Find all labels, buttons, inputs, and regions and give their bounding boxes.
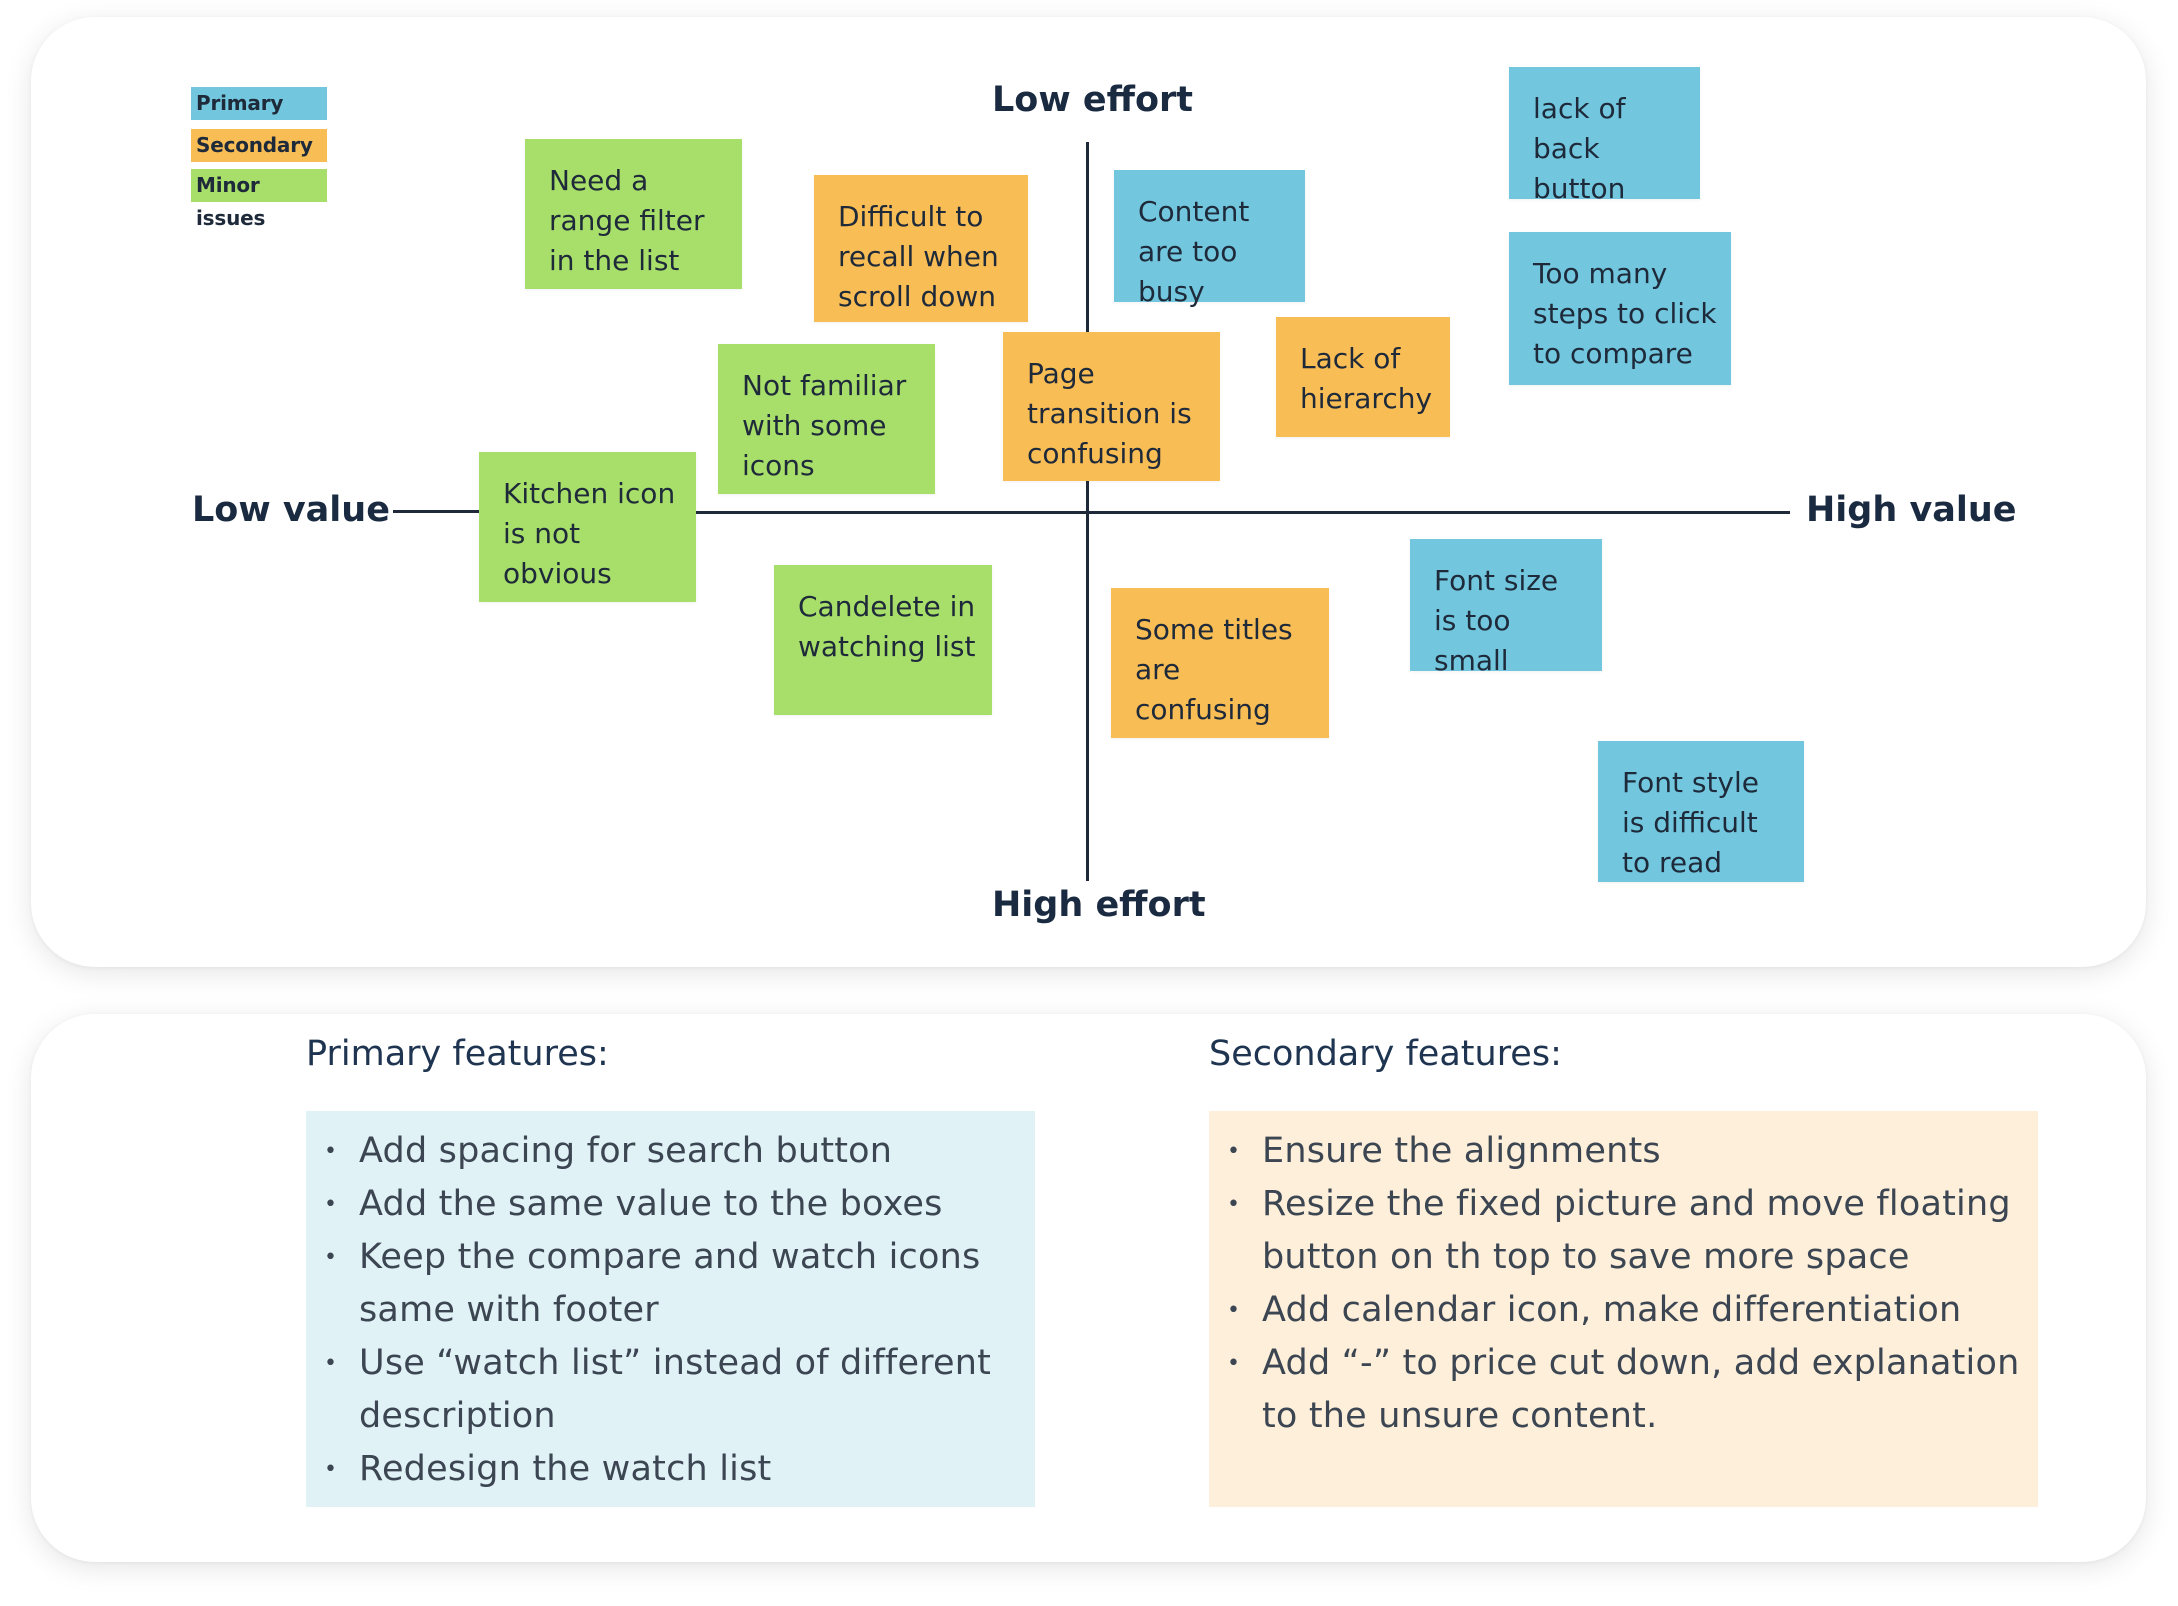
list-item: • Add calendar icon, make differentiation <box>1209 1284 2038 1337</box>
list-item: • Keep the compare and watch icons same w… <box>306 1231 1035 1337</box>
feature-text: Resize the fixed picture and move floati… <box>1262 1184 2011 1277</box>
bullet-icon: • <box>324 1139 338 1164</box>
list-item: • Add the same value to the boxes <box>306 1178 1035 1231</box>
feature-text: Add calendar icon, make differentiation <box>1262 1290 1962 1330</box>
feature-text: Use “watch list” instead of different de… <box>359 1343 992 1436</box>
secondary-features-list: • Ensure the alignments • Resize the fixed… <box>1209 1125 2038 1443</box>
bullet-icon: • <box>324 1457 338 1482</box>
sticky-note: lack of back button <box>1509 67 1700 205</box>
legend-minor-issues: Minor issues <box>191 169 327 230</box>
sticky-note: Difficult to recall when scroll down <box>814 175 1028 322</box>
feature-text: Add spacing for search button <box>359 1131 893 1171</box>
secondary-features-title: Secondary features: <box>1209 1034 1562 1074</box>
axis-label-high-effort: High effort <box>992 885 1206 925</box>
bullet-icon: • <box>324 1351 338 1376</box>
sticky-note: Font style is difficult to read <box>1598 741 1804 882</box>
primary-features-title: Primary features: <box>306 1034 609 1074</box>
primary-features-box: • Add spacing for search button • Add the … <box>306 1111 1035 1507</box>
bullet-icon: • <box>324 1192 338 1217</box>
bullet-icon: • <box>1227 1351 1241 1376</box>
sticky-note: Kitchen icon is not obvious <box>479 452 696 602</box>
sticky-note: Not familiar with some icons <box>718 344 935 494</box>
primary-features-list: • Add spacing for search button • Add the … <box>306 1125 1035 1496</box>
list-item: • Add spacing for search button <box>306 1125 1035 1178</box>
sticky-note: Too many steps to click to compare <box>1509 232 1731 385</box>
secondary-features-box: • Ensure the alignments • Resize the fixed… <box>1209 1111 2038 1507</box>
list-item: • Add “-” to price cut down, add explanat… <box>1209 1337 2038 1443</box>
feature-text: Keep the compare and watch icons same wi… <box>359 1237 981 1330</box>
sticky-note: Candelete in watching list <box>774 565 992 715</box>
legend-secondary: Secondary <box>191 129 327 162</box>
sticky-note: Page transition is confusing <box>1003 332 1220 481</box>
feature-text: Ensure the alignments <box>1262 1131 1661 1171</box>
feature-text: Redesign the watch list <box>359 1449 772 1489</box>
sticky-note: Lack of hierarchy <box>1276 317 1450 437</box>
list-item: • Resize the fixed picture and move float… <box>1209 1178 2038 1284</box>
legend-primary: Primary <box>191 87 327 120</box>
feature-text: Add “-” to price cut down, add explanati… <box>1262 1343 2020 1436</box>
feature-text: Add the same value to the boxes <box>359 1184 943 1224</box>
sticky-note: Content are too busy <box>1114 170 1305 308</box>
sticky-note: Need a range filter in the list <box>525 139 742 289</box>
effort-value-matrix-card: Primary Secondary Minor issues Low effor… <box>31 17 2146 967</box>
horizontal-axis-line-left <box>393 510 483 513</box>
features-card: Primary features: • Add spacing for searc… <box>31 1014 2146 1562</box>
sticky-note: Some titles are confusing <box>1111 588 1329 738</box>
axis-label-low-effort: Low effort <box>992 80 1193 120</box>
axis-label-high-value: High value <box>1806 490 2017 530</box>
axis-label-low-value: Low value <box>192 490 390 530</box>
list-item: • Use “watch list” instead of different d… <box>306 1337 1035 1443</box>
bullet-icon: • <box>1227 1298 1241 1323</box>
bullet-icon: • <box>1227 1192 1241 1217</box>
bullet-icon: • <box>1227 1139 1241 1164</box>
horizontal-axis-line-right <box>696 511 1790 514</box>
list-item: • Redesign the watch list <box>306 1443 1035 1496</box>
sticky-note: Font size is too small <box>1410 539 1602 677</box>
bullet-icon: • <box>324 1245 338 1270</box>
list-item: • Ensure the alignments <box>1209 1125 2038 1178</box>
